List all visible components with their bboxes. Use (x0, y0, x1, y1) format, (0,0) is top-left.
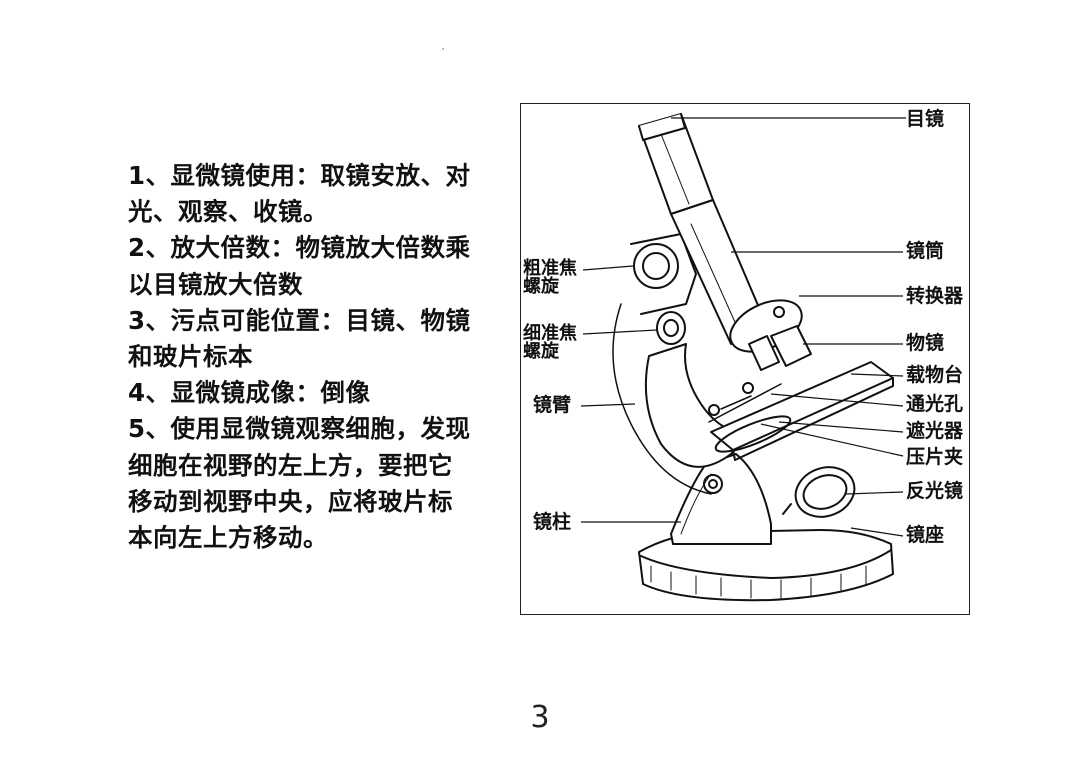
label-objective: 物镜 (906, 332, 945, 354)
label-tube: 镜筒 (906, 240, 945, 262)
label-base: 镜座 (906, 524, 945, 546)
note-item-3: 3、污点可能位置：目镜、物镜 和玻片标本 (128, 305, 471, 372)
label-pillar: 镜柱 (533, 511, 572, 533)
label-eyepiece: 目镜 (906, 108, 945, 130)
label-clips: 压片夹 (906, 446, 964, 468)
microscope-diagram: 目镜 镜筒 转换器 物镜 载物台 通光孔 遮光器 压片夹 反光镜 镜座 粗准焦 … (520, 103, 970, 615)
note-item-1: 1、显微镜使用：取镜安放、对 光、观察、收镜。 (128, 161, 471, 227)
label-converter: 转换器 (906, 285, 964, 307)
microscope-drawing (580, 113, 906, 602)
label-coarse-adjustment: 粗准焦 螺旋 (523, 258, 577, 297)
label-aperture: 通光孔 (906, 393, 964, 415)
label-arm: 镜臂 (533, 394, 572, 416)
label-diaphragm: 遮光器 (906, 420, 964, 442)
label-stage: 载物台 (906, 364, 964, 386)
note-item-2: 2、放大倍数：物镜放大倍数乘 以目镜放大倍数 (128, 233, 471, 299)
page-number: 3 (530, 700, 550, 735)
speck (442, 48, 444, 50)
note-item-5: 5、使用显微镜观察细胞，发现 细胞在视野的左上方，要把它 移动到视野中央，应将玻… (128, 414, 471, 553)
note-item-4: 4、显微镜成像：倒像 (128, 378, 371, 408)
notes-list: 1、显微镜使用：取镜安放、对 光、观察、收镜。 2、放大倍数：物镜放大倍数乘 以… (128, 158, 508, 556)
label-mirror: 反光镜 (906, 480, 964, 502)
label-fine-adjustment: 细准焦 螺旋 (523, 323, 577, 362)
